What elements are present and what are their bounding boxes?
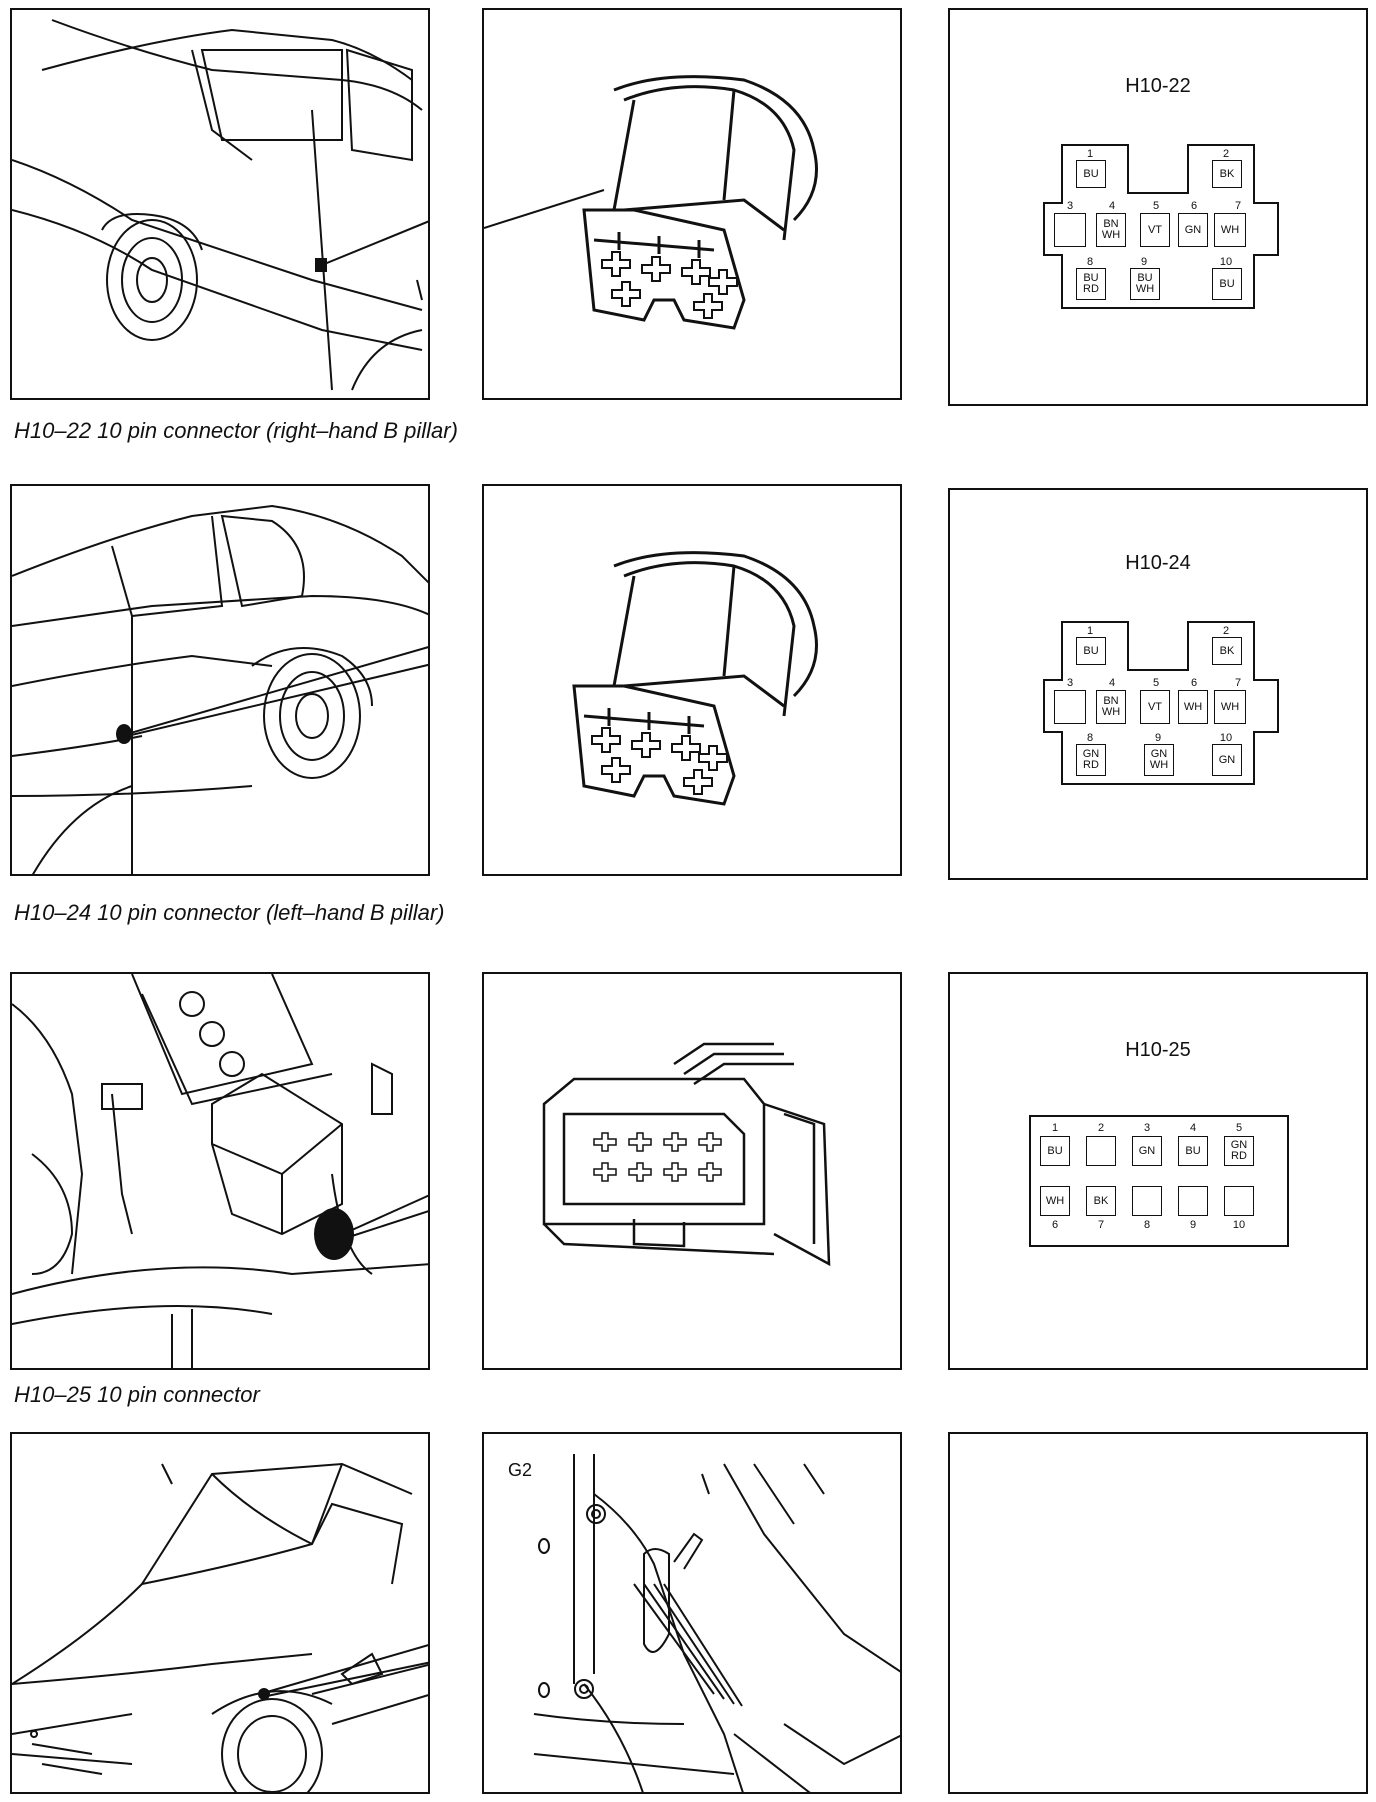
pin-number: 6 <box>1051 1219 1059 1231</box>
pin-number: 6 <box>1190 677 1198 689</box>
pin-7-wire: WH <box>1214 213 1246 247</box>
car-front-illustration <box>12 1462 428 1792</box>
pin-5-wire: VT <box>1140 690 1170 724</box>
pin-6-wire: WH <box>1178 690 1208 724</box>
pin-number: 2 <box>1222 625 1230 637</box>
pin-8-wire: BU RD <box>1076 268 1106 300</box>
car-side-front-illustration <box>12 504 428 874</box>
connector-outline <box>1029 1115 1289 1247</box>
row2-connector-detail <box>482 484 902 876</box>
ground-label: G2 <box>508 1460 533 1480</box>
pin-number: 2 <box>1097 1122 1105 1134</box>
pin-8-wire: GN RD <box>1076 744 1106 776</box>
row3-caption: H10–25 10 pin connector <box>14 1382 260 1407</box>
pin-6-wire: WH <box>1040 1186 1070 1216</box>
pin-number: 2 <box>1222 148 1230 160</box>
pin-number: 6 <box>1190 200 1198 212</box>
pin-number: 9 <box>1154 732 1162 744</box>
pin-8-wire <box>1132 1186 1162 1216</box>
connector-location-marker <box>314 1208 354 1260</box>
connector-location-marker <box>116 724 132 744</box>
car-side-rear-illustration <box>12 19 428 391</box>
pin-9-wire: GN WH <box>1144 744 1174 776</box>
row4-empty-panel <box>948 1432 1368 1794</box>
pin-number: 7 <box>1234 200 1242 212</box>
pin-3-wire <box>1054 213 1086 247</box>
row1-pinout-panel: H10-22 1 BU 2 BK 3 4 BN WH 5 VT 6 GN 7 W… <box>948 8 1368 406</box>
row3-pinout-panel: H10-25 1 BU 2 3 GN 4 BU 5 GN RD WH 6 BK … <box>948 972 1368 1370</box>
pin-number: 8 <box>1086 256 1094 268</box>
pin-number: 9 <box>1140 256 1148 268</box>
connector-title: H10-24 <box>1125 552 1191 574</box>
pin-1-wire: BU <box>1076 637 1106 665</box>
row4-ground-detail: G2 <box>482 1432 902 1794</box>
pin-2-wire: BK <box>1212 637 1242 665</box>
pin-10-wire: GN <box>1212 744 1242 776</box>
connector-location-marker <box>315 258 327 272</box>
pin-number: 10 <box>1219 256 1233 268</box>
ground-point-marker <box>258 1688 270 1700</box>
connector-title: H10-22 <box>1125 75 1191 97</box>
pin-2-wire: BK <box>1212 160 1242 188</box>
pin-number: 7 <box>1097 1219 1105 1231</box>
pin-number: 7 <box>1234 677 1242 689</box>
pin-4-wire: BN WH <box>1096 213 1126 247</box>
pin-number: 5 <box>1235 1122 1243 1134</box>
connector-housing-illustration <box>572 551 818 806</box>
pin-number: 1 <box>1051 1122 1059 1134</box>
row4-vehicle-view <box>10 1432 430 1794</box>
row1-vehicle-view <box>10 8 430 400</box>
engine-bay-illustration <box>12 974 428 1368</box>
pin-number: 8 <box>1086 732 1094 744</box>
pin-9-wire: BU WH <box>1130 268 1160 300</box>
connector-title: H10-25 <box>1125 1039 1191 1061</box>
pin-10-wire <box>1224 1186 1254 1216</box>
pin-number: 3 <box>1066 200 1074 212</box>
row1-connector-detail <box>482 8 902 400</box>
pin-number: 9 <box>1189 1219 1197 1231</box>
row1-caption: H10–22 10 pin connector (right–hand B pi… <box>14 418 458 443</box>
pin-7-wire: WH <box>1214 690 1246 724</box>
pin-7-wire: BK <box>1086 1186 1116 1216</box>
pin-3-wire: GN <box>1132 1136 1162 1166</box>
ground-location-illustration <box>533 1454 900 1792</box>
pin-1-wire: BU <box>1076 160 1106 188</box>
pin-4-wire: BN WH <box>1096 690 1126 724</box>
connector-outline <box>1043 144 1279 309</box>
pin-number: 10 <box>1232 1219 1246 1231</box>
pin-number: 4 <box>1108 677 1116 689</box>
connector-housing-illustration <box>484 75 818 330</box>
pin-5-wire: GN RD <box>1224 1136 1254 1166</box>
pin-3-wire <box>1054 690 1086 724</box>
row2-vehicle-view <box>10 484 430 876</box>
pin-2-wire <box>1086 1136 1116 1166</box>
pin-number: 10 <box>1219 732 1233 744</box>
row3-engine-bay-view <box>10 972 430 1370</box>
row3-connector-detail <box>482 972 902 1370</box>
pin-number: 1 <box>1086 625 1094 637</box>
pin-number: 4 <box>1108 200 1116 212</box>
connector-housing-illustration <box>542 1042 831 1267</box>
pin-5-wire: VT <box>1140 213 1170 247</box>
pin-10-wire: BU <box>1212 268 1242 300</box>
pin-number: 3 <box>1143 1122 1151 1134</box>
pin-number: 4 <box>1189 1122 1197 1134</box>
row2-caption: H10–24 10 pin connector (left–hand B pil… <box>14 900 445 925</box>
pin-9-wire <box>1178 1186 1208 1216</box>
pin-4-wire: BU <box>1178 1136 1208 1166</box>
pin-number: 3 <box>1066 677 1074 689</box>
pin-1-wire: BU <box>1040 1136 1070 1166</box>
row2-pinout-panel: H10-24 1 BU 2 BK 3 4 BN WH 5 VT 6 WH 7 W… <box>948 488 1368 880</box>
pin-number: 8 <box>1143 1219 1151 1231</box>
pin-6-wire: GN <box>1178 213 1208 247</box>
pin-number: 5 <box>1152 677 1160 689</box>
pin-number: 1 <box>1086 148 1094 160</box>
pin-number: 5 <box>1152 200 1160 212</box>
connector-outline <box>1043 621 1279 785</box>
